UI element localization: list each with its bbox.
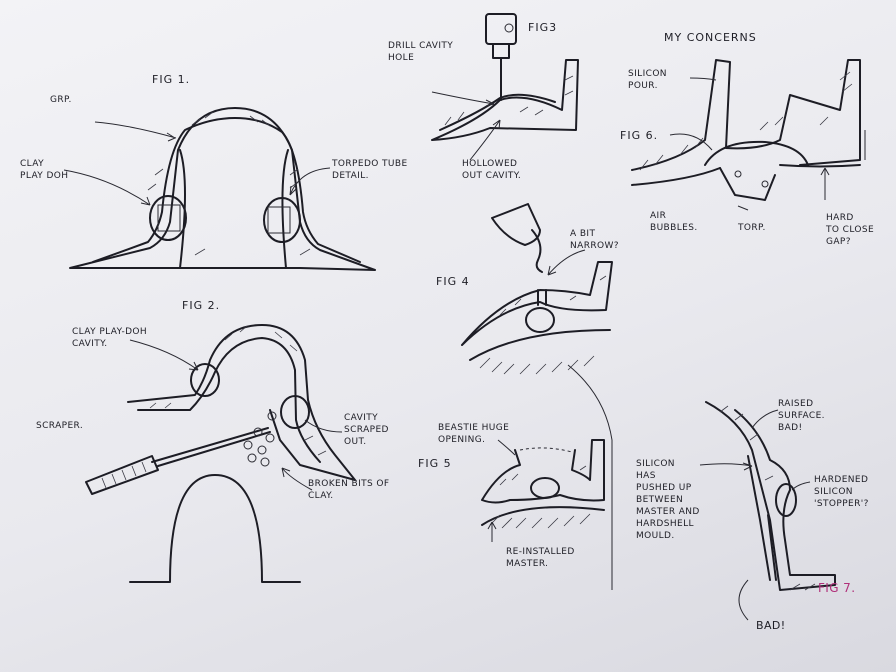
fig4-title: FIG 4 xyxy=(436,275,470,288)
scraper-label: SCRAPER. xyxy=(36,421,84,431)
torpedo-label: TORPEDO TUBE DETAIL. xyxy=(332,159,408,181)
clay-label: CLAY PLAY DOH xyxy=(20,159,69,181)
fig1-title: FIG 1. xyxy=(152,73,191,86)
fig2-drawing xyxy=(85,324,356,583)
fig6-title: FIG 6. xyxy=(620,129,659,142)
opening-label: BEASTIE HUGE OPENING. xyxy=(438,423,510,445)
fig6-drawing xyxy=(631,59,866,211)
fig7-drawing xyxy=(699,401,836,621)
torp-label: TORP. xyxy=(738,223,766,233)
fig4-drawing xyxy=(461,203,613,590)
fig7-title: FIG 7. xyxy=(818,581,856,595)
narrow-label: A BIT NARROW? xyxy=(570,229,619,251)
hardened-label: HARDENED SILICON 'STOPPER'? xyxy=(814,475,869,509)
master-label: RE-INSTALLED MASTER. xyxy=(506,547,575,569)
fig3-drawing xyxy=(431,13,579,161)
drill-label: DRILL CAVITY HOLE xyxy=(388,41,454,63)
concerns-heading: MY CONCERNS xyxy=(664,31,757,44)
gap-label: HARD TO CLOSE GAP? xyxy=(826,213,875,247)
fig5-title: FIG 5 xyxy=(418,457,452,470)
fig3-title: FIG3 xyxy=(528,21,558,34)
fig5-drawing xyxy=(481,439,605,542)
cavity-label: CLAY PLAY-DOH CAVITY. xyxy=(72,327,148,349)
bubbles-label: AIR BUBBLES. xyxy=(650,211,698,233)
raised-label: RAISED SURFACE. BAD! xyxy=(778,399,825,433)
hollowed-label: HOLLOWED OUT CAVITY. xyxy=(462,159,522,181)
fig2-title: FIG 2. xyxy=(182,299,221,312)
pushed-label: SILICON HAS PUSHED UP BETWEEN MASTER AND… xyxy=(636,459,700,541)
pour-label: SILICON POUR. xyxy=(628,69,667,91)
fig1-drawing xyxy=(63,107,376,271)
scraped-label: CAVITY SCRAPED OUT. xyxy=(344,413,389,447)
bits-label: BROKEN BITS OF CLAY. xyxy=(308,479,390,501)
bad-label: BAD! xyxy=(756,619,786,632)
grp-label: GRP. xyxy=(50,95,72,105)
